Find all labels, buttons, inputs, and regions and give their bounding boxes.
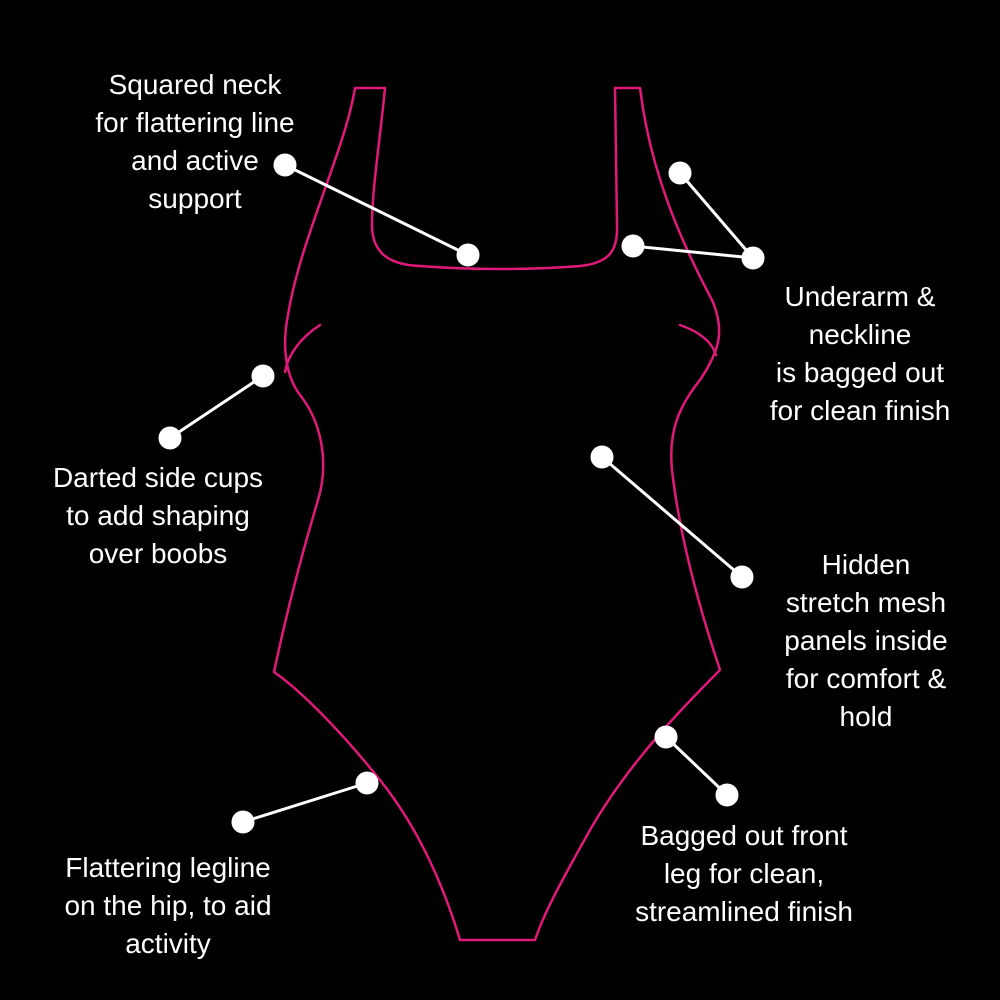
callout-legline: Flattering legline on the hip, to aid ac… [64, 849, 271, 963]
callout-line: for flattering line [95, 107, 295, 138]
callout-line: over boobs [88, 538, 228, 569]
callout-line: panels inside [784, 625, 948, 656]
callout-pointer-squared-neck [273, 153, 480, 267]
callout-pointer-front-leg [654, 725, 739, 807]
callout-pointer-mesh [590, 445, 754, 589]
callout-underarm: Underarm & neckline is bagged out for cl… [770, 278, 951, 430]
callout-line: activity [125, 928, 211, 959]
callout-line: Underarm & [784, 281, 936, 312]
callout-front-leg: Bagged out front leg for clean, streamli… [635, 817, 853, 931]
callout-line: neckline [808, 319, 912, 350]
callout-line: Squared neck [108, 69, 282, 100]
callout-line: Hidden [821, 549, 911, 580]
callout-line: to add shaping [66, 500, 250, 531]
callout-squared-neck: Squared neck for flattering line and act… [95, 66, 294, 218]
callout-pointer-darted [158, 364, 275, 450]
callout-mesh-panels: Hidden stretch mesh panels inside for co… [784, 546, 947, 736]
left-cup-dart [283, 323, 322, 374]
callout-line: for clean finish [769, 395, 951, 426]
callout-pointer-underarm [621, 161, 765, 270]
callout-line: Darted side cups [52, 462, 264, 493]
callout-line: and active [131, 145, 259, 176]
right-cup-dart [678, 323, 718, 357]
callout-line: streamlined finish [635, 896, 853, 927]
callout-line: is bagged out [775, 357, 945, 388]
callout-line: leg for clean, [663, 858, 825, 889]
callout-line: Flattering legline [65, 852, 271, 883]
swimsuit-outline [272, 86, 722, 942]
callout-line: for comfort & [785, 663, 947, 694]
callout-line: hold [839, 701, 893, 732]
callout-pointer-legline [231, 771, 379, 834]
callout-line: support [148, 183, 242, 214]
callout-line: on the hip, to aid [64, 890, 272, 921]
callout-darted-cups: Darted side cups to add shaping over boo… [53, 459, 263, 573]
callout-line: Bagged out front [640, 820, 848, 851]
callout-line: stretch mesh [785, 587, 947, 618]
